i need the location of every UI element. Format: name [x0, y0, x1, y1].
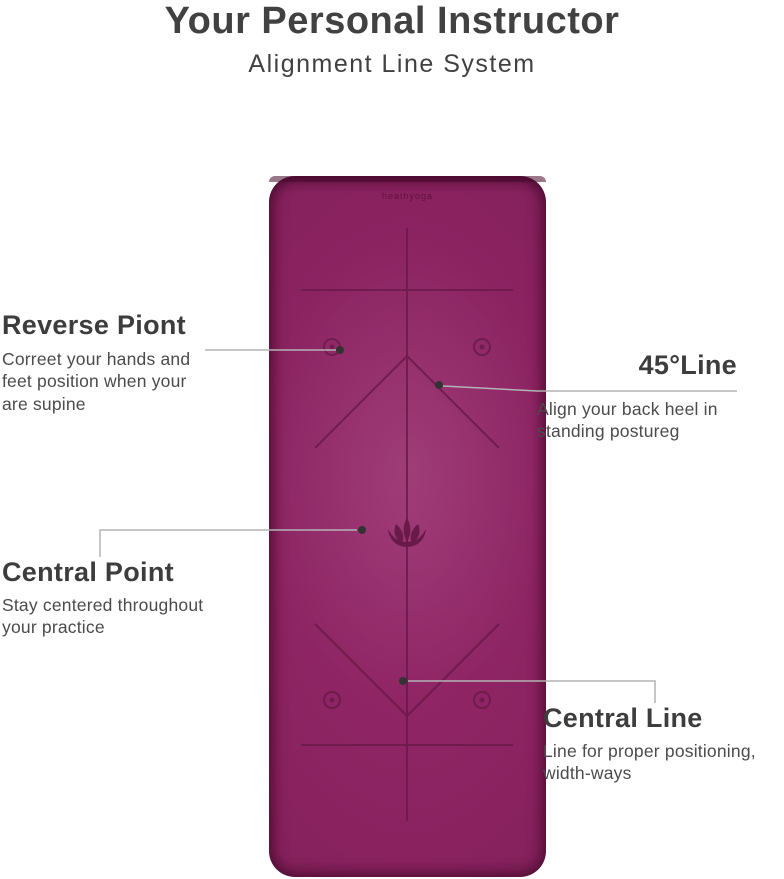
mat-brand-logo: heathyoga	[381, 191, 434, 201]
alignment-lines-graphic	[301, 228, 513, 821]
lower-right-45-line	[406, 623, 500, 717]
callout-heading-reverse-point: Reverse Piont	[2, 310, 186, 340]
lower-left-target-circle	[323, 691, 341, 709]
page-title: Your Personal Instructor	[164, 0, 620, 42]
lower-left-45-line	[314, 623, 408, 717]
upper-left-45-line	[314, 355, 408, 449]
callout-body-central-line: Line for proper positioning, width-ways	[543, 741, 756, 784]
callout-body-reverse-point: Correet your hands and feet position whe…	[2, 349, 191, 414]
yoga-mat: heathyoga	[269, 176, 546, 877]
page-subtitle: Alignment Line System	[248, 50, 536, 78]
callout-heading-central-point: Central Point	[2, 557, 174, 587]
callout-heading-central-line: Central Line	[543, 703, 703, 733]
upper-right-target-circle	[473, 338, 491, 356]
upper-right-45-line	[406, 355, 500, 449]
callout-body-45-line: Align your back heel in standing posture…	[537, 399, 718, 442]
lotus-icon	[388, 518, 426, 547]
callout-heading-45-line: 45°Line	[638, 350, 737, 380]
callout-body-central-point: Stay centered throughout your practice	[2, 595, 204, 638]
